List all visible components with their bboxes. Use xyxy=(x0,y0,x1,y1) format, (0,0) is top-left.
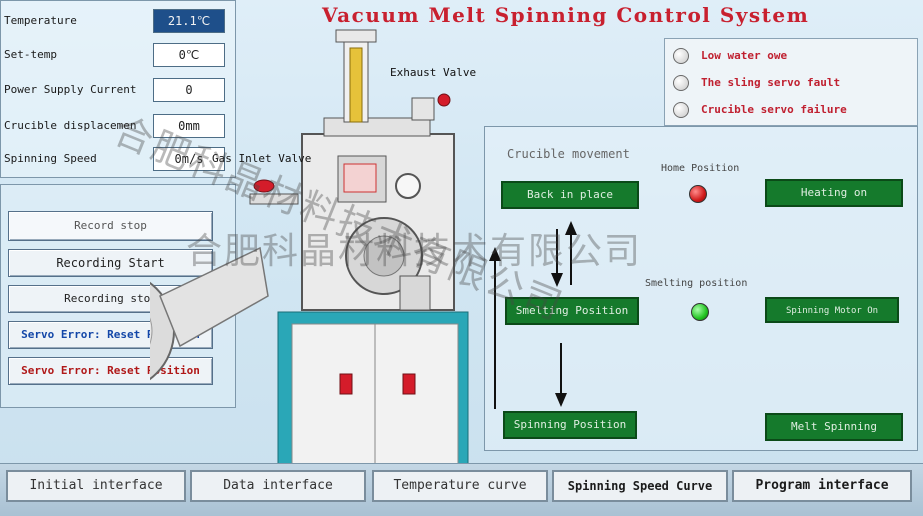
record-stop-button[interactable]: Record stop xyxy=(8,211,213,241)
tab-temperature-curve[interactable]: Temperature curve xyxy=(372,470,548,502)
param-spinning-speed: Spinning Speed 0m/s xyxy=(1,147,237,173)
alarm-indicator-icon xyxy=(673,48,689,64)
alarm-text: The sling servo fault xyxy=(701,76,841,89)
alarm-indicator-icon xyxy=(673,75,689,91)
movement-arrows xyxy=(489,221,577,409)
param-crucible-displacement: Crucible displacemen 0mm xyxy=(1,114,237,140)
servo-reset-button-2[interactable]: Servo Error: Reset Position xyxy=(8,357,213,385)
param-set-temp: Set-temp 0℃ xyxy=(1,43,237,69)
gas-inlet-valve-label: Gas Inlet Valve xyxy=(212,152,312,165)
tab-initial-interface[interactable]: Initial interface xyxy=(6,470,186,502)
param-temperature: Temperature 21.1℃ xyxy=(1,9,237,35)
spinning-motor-on-button[interactable]: Spinning Motor On xyxy=(765,297,899,323)
parameter-panel: Temperature 21.1℃ Set-temp 0℃ Power Supp… xyxy=(0,0,236,178)
alarm-text: Crucible servo failure xyxy=(701,103,847,116)
set-temp-input[interactable]: 0℃ xyxy=(153,43,225,67)
melt-spinning-button[interactable]: Melt Spinning xyxy=(765,413,903,441)
param-power-current: Power Supply Current 0 xyxy=(1,78,237,104)
tab-program-interface[interactable]: Program interface xyxy=(732,470,912,502)
alarm-crucible-servo: Crucible servo failure xyxy=(671,99,915,121)
param-label: Spinning Speed xyxy=(4,152,97,165)
alarm-low-water: Low water owe xyxy=(671,45,915,67)
param-label: Crucible displacemen xyxy=(4,119,137,132)
alarm-text: Low water owe xyxy=(701,49,788,62)
param-label: Power Supply Current xyxy=(4,83,137,96)
heating-on-button[interactable]: Heating on xyxy=(765,179,903,207)
machine-diagram: Exhaust Valve Gas Inlet Valve xyxy=(53,26,490,467)
spinning-speed-value: 0m/s xyxy=(153,147,225,171)
exhaust-valve-label: Exhaust Valve xyxy=(390,66,477,79)
page-title: Vacuum Melt Spinning Control System xyxy=(322,3,810,27)
crucible-displacement-value: 0mm xyxy=(153,114,225,138)
recording-start-button[interactable]: Recording Start xyxy=(8,249,213,277)
alarm-panel: Low water owe The sling servo fault Cruc… xyxy=(664,38,918,126)
tab-data-interface[interactable]: Data interface xyxy=(190,470,366,502)
alarm-indicator-icon xyxy=(673,102,689,118)
crucible-movement-panel: Crucible movement Home Position Back in … xyxy=(484,126,918,451)
temperature-value: 21.1℃ xyxy=(153,9,225,33)
param-label: Set-temp xyxy=(4,48,57,61)
tab-spinning-speed-curve[interactable]: Spinning Speed Curve xyxy=(552,470,728,502)
smelting-position-button[interactable]: Smelting Position xyxy=(505,297,639,325)
spinning-position-button[interactable]: Spinning Position xyxy=(503,411,637,439)
back-in-place-button[interactable]: Back in place xyxy=(501,181,639,209)
param-label: Temperature xyxy=(4,14,77,27)
alarm-sling-servo: The sling servo fault xyxy=(671,72,915,94)
smelting-position-label: Smelting position xyxy=(645,278,748,289)
home-position-lamp xyxy=(689,185,707,203)
home-position-label: Home Position xyxy=(661,163,740,174)
smelting-position-lamp xyxy=(691,303,709,321)
power-current-value: 0 xyxy=(153,78,225,102)
navigation-tab-bar: Initial interface Data interface Tempera… xyxy=(0,463,923,516)
machine-illustration xyxy=(53,29,469,467)
movement-title: Crucible movement xyxy=(507,147,630,161)
